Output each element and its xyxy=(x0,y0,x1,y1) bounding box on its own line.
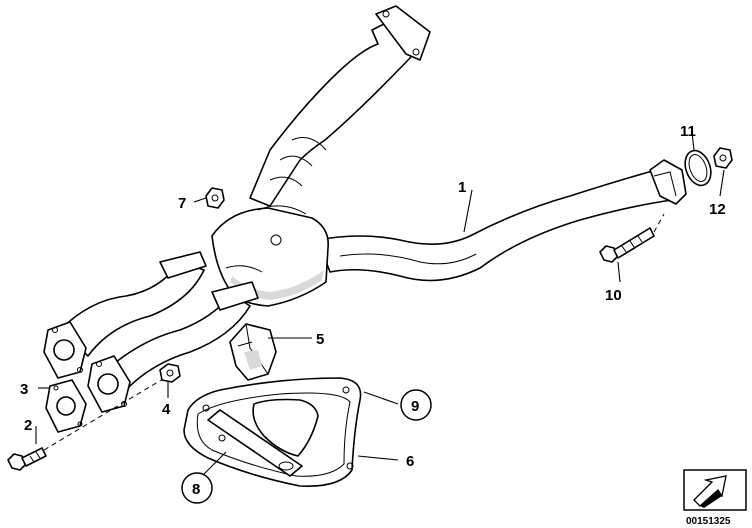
callout-4: 4 xyxy=(162,401,171,418)
callout-5: 5 xyxy=(316,331,324,348)
callout-11: 11 xyxy=(680,123,696,140)
bolt-left xyxy=(7,375,169,471)
reference-block: 00151325 xyxy=(683,469,747,527)
left-twin-pipes xyxy=(59,251,263,393)
callout-2: 2 xyxy=(24,417,32,434)
leader-lines xyxy=(35,131,725,475)
sealing-ring xyxy=(684,149,712,187)
nut-right xyxy=(713,147,733,169)
arrow-box-icon xyxy=(693,475,727,508)
callout-9: 9 xyxy=(411,398,419,415)
heat-shield xyxy=(183,377,362,487)
callout-7: 7 xyxy=(178,195,186,212)
bracket xyxy=(229,323,277,381)
left-flange-upper xyxy=(43,321,87,379)
callout-8: 8 xyxy=(192,481,200,498)
callout-1: 1 xyxy=(458,179,466,196)
y-pipe-main-body xyxy=(317,169,673,282)
left-flange-lower xyxy=(87,355,131,413)
reference-number: 00151325 xyxy=(686,516,731,527)
callout-8-circled: 8 xyxy=(181,472,213,504)
gasket xyxy=(45,379,87,433)
callout-6: 6 xyxy=(406,453,414,470)
callout-12: 12 xyxy=(709,201,726,218)
callout-9-circled: 9 xyxy=(400,389,432,421)
bolt-right xyxy=(599,213,665,263)
nut-left xyxy=(159,363,181,383)
callout-10: 10 xyxy=(605,287,622,304)
nut-top xyxy=(205,187,225,209)
upper-inlet-pipe xyxy=(249,5,431,207)
callout-3: 3 xyxy=(20,381,28,398)
right-flange-collar xyxy=(649,159,687,205)
